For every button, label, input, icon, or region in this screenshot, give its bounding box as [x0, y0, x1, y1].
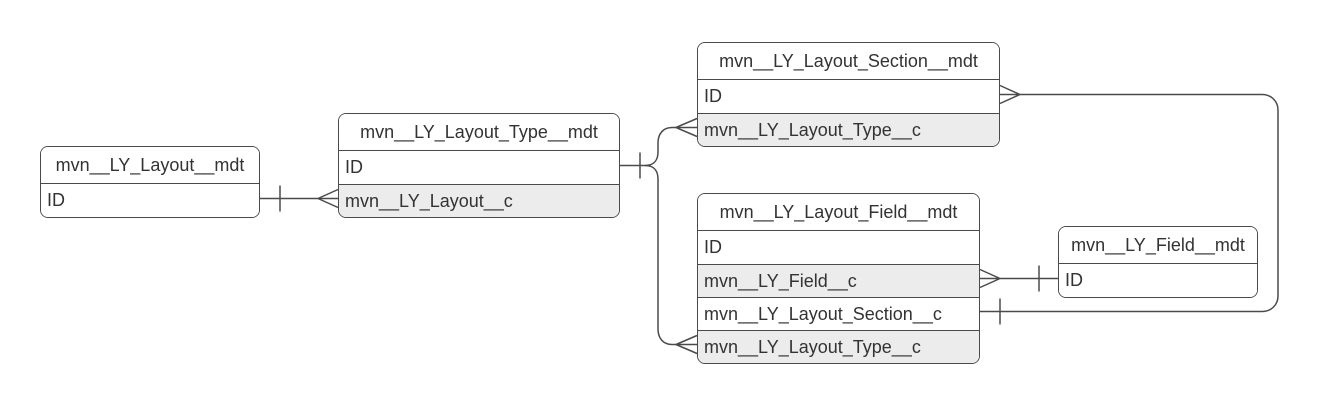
field-name: ID: [704, 237, 722, 257]
entity-title: mvn__LY_Layout_Type__mdt: [339, 114, 619, 151]
field-name: mvn__LY_Field__c: [704, 271, 857, 291]
field-row[interactable]: ID: [339, 151, 619, 184]
connector-line[interactable]: [644, 126, 676, 167]
field-name: ID: [345, 157, 363, 177]
field-name: ID: [704, 86, 722, 106]
entity-title: mvn__LY_Field__mdt: [1059, 227, 1257, 264]
entity-title: mvn__LY_Layout__mdt: [41, 147, 259, 184]
entity-title: mvn__LY_Layout_Field__mdt: [698, 194, 979, 231]
crow-foot-many-icon: [979, 268, 1001, 289]
connector-line[interactable]: [980, 93, 1279, 313]
field-row[interactable]: ID: [41, 184, 259, 217]
field-row[interactable]: ID: [698, 231, 979, 264]
entity-table-layout-section[interactable]: mvn__LY_Layout_Section__mdt ID mvn__LY_L…: [697, 42, 1000, 147]
field-row[interactable]: mvn__LY_Layout_Type__c: [698, 330, 979, 363]
entity-table-layout[interactable]: mvn__LY_Layout__mdt ID: [40, 146, 260, 218]
field-name: ID: [1065, 270, 1083, 290]
relationship-field-fieldmdt[interactable]: [979, 265, 1058, 292]
field-row[interactable]: mvn__LY_Layout_Section__c: [698, 297, 979, 330]
field-name: mvn__LY_Layout_Type__c: [704, 120, 921, 140]
connector-line[interactable]: [644, 164, 676, 346]
field-row[interactable]: mvn__LY_Layout_Type__c: [698, 113, 999, 146]
entity-table-layout-field[interactable]: mvn__LY_Layout_Field__mdt ID mvn__LY_Fie…: [697, 193, 980, 364]
crow-foot-many-icon: [317, 188, 339, 209]
field-row[interactable]: mvn__LY_Layout__c: [339, 184, 619, 217]
relationship-layouttype-section[interactable]: [644, 117, 698, 167]
entity-table-field[interactable]: mvn__LY_Field__mdt ID: [1058, 226, 1258, 298]
entity-title: mvn__LY_Layout_Section__mdt: [698, 43, 999, 80]
field-row[interactable]: ID: [698, 80, 999, 113]
entity-table-layout-type[interactable]: mvn__LY_Layout_Type__mdt ID mvn__LY_Layo…: [338, 113, 620, 218]
relationship-layout-layouttype[interactable]: [260, 185, 339, 212]
field-name: mvn__LY_Layout_Type__c: [704, 337, 921, 357]
relationship-layouttype-field[interactable]: [644, 164, 698, 355]
field-name: mvn__LY_Layout_Section__c: [704, 304, 942, 324]
field-row[interactable]: mvn__LY_Field__c: [698, 264, 979, 297]
crow-foot-many-icon: [675, 117, 698, 138]
crow-foot-many-icon: [675, 334, 698, 355]
relationship-section-field[interactable]: [980, 84, 1279, 325]
field-row[interactable]: ID: [1059, 264, 1257, 297]
field-name: mvn__LY_Layout__c: [345, 191, 513, 211]
crow-foot-many-icon: [999, 84, 1021, 105]
relationship-layouttype-stem[interactable]: [620, 152, 645, 179]
field-name: ID: [47, 190, 65, 210]
